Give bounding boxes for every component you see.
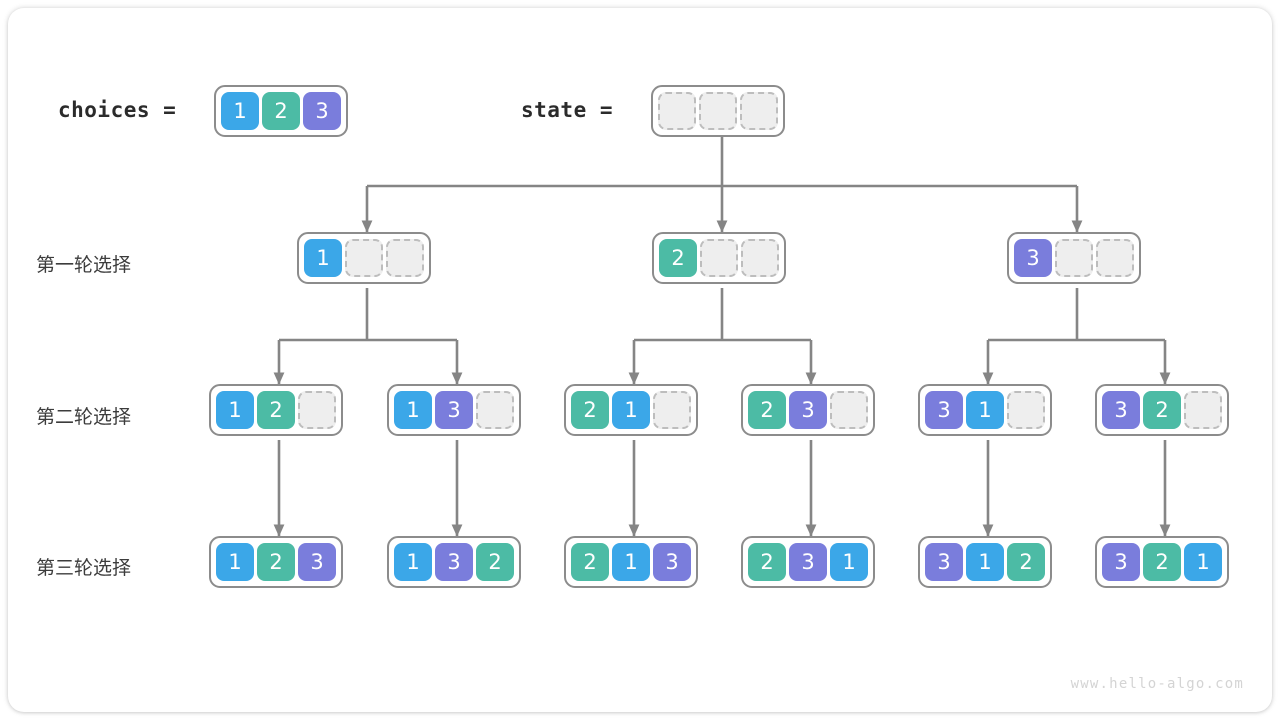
array-cell-filled: 3 bbox=[1014, 239, 1052, 277]
array-cell-filled: 2 bbox=[571, 391, 609, 429]
array-cell-filled: 1 bbox=[612, 391, 650, 429]
array-cell-filled: 2 bbox=[257, 543, 295, 581]
row-label-level1: 第一轮选择 bbox=[36, 255, 132, 276]
array-cell-filled: 3 bbox=[435, 543, 473, 581]
array-cell-empty bbox=[298, 391, 336, 429]
array-cell-filled: 1 bbox=[830, 543, 868, 581]
array-cell-filled: 3 bbox=[653, 543, 691, 581]
array-cell-empty bbox=[1096, 239, 1134, 277]
array-cell-filled: 3 bbox=[303, 92, 341, 130]
array-cell-empty bbox=[699, 92, 737, 130]
array-cell-filled: 1 bbox=[394, 543, 432, 581]
array-cell-empty bbox=[386, 239, 424, 277]
array-cell-empty bbox=[830, 391, 868, 429]
array-cell-filled: 3 bbox=[925, 543, 963, 581]
watermark: www.hello-algo.com bbox=[1070, 676, 1244, 692]
row-label-level2: 第二轮选择 bbox=[36, 407, 132, 428]
array-cell-filled: 1 bbox=[1184, 543, 1222, 581]
array-cell-filled: 2 bbox=[748, 391, 786, 429]
array-cell-filled: 1 bbox=[966, 391, 1004, 429]
array-cell-empty bbox=[476, 391, 514, 429]
array-cell-empty bbox=[1184, 391, 1222, 429]
state-array-level1-node2: 2 bbox=[652, 232, 786, 284]
diagram-card bbox=[8, 8, 1272, 712]
array-cell-filled: 2 bbox=[257, 391, 295, 429]
array-cell-filled: 3 bbox=[435, 391, 473, 429]
array-cell-filled: 1 bbox=[221, 92, 259, 130]
array-cell-filled: 1 bbox=[612, 543, 650, 581]
array-cell-empty bbox=[740, 92, 778, 130]
array-cell-filled: 2 bbox=[1007, 543, 1045, 581]
array-cell-filled: 3 bbox=[925, 391, 963, 429]
array-cell-empty bbox=[653, 391, 691, 429]
array-cell-empty bbox=[700, 239, 738, 277]
state-label: state = bbox=[521, 98, 614, 122]
array-cell-empty bbox=[741, 239, 779, 277]
state-array-level1-node1: 1 bbox=[297, 232, 431, 284]
row-label-level3: 第三轮选择 bbox=[36, 558, 132, 579]
array-cell-filled: 2 bbox=[1143, 391, 1181, 429]
array-cell-filled: 2 bbox=[571, 543, 609, 581]
array-cell-empty bbox=[1055, 239, 1093, 277]
array-cell-filled: 1 bbox=[966, 543, 1004, 581]
array-cell-filled: 3 bbox=[1102, 543, 1140, 581]
array-cell-filled: 2 bbox=[748, 543, 786, 581]
array-cell-empty bbox=[1007, 391, 1045, 429]
state-array-level1-node3: 3 bbox=[1007, 232, 1141, 284]
array-cell-empty bbox=[658, 92, 696, 130]
array-cell-filled: 2 bbox=[262, 92, 300, 130]
array-cell-filled: 3 bbox=[789, 543, 827, 581]
array-cell-filled: 2 bbox=[659, 239, 697, 277]
array-cell-filled: 2 bbox=[1143, 543, 1181, 581]
array-cell-filled: 1 bbox=[304, 239, 342, 277]
array-cell-filled: 1 bbox=[216, 543, 254, 581]
array-cell-filled: 2 bbox=[476, 543, 514, 581]
choices-label: choices = bbox=[58, 98, 177, 122]
array-cell-empty bbox=[345, 239, 383, 277]
state-array bbox=[651, 85, 785, 137]
array-cell-filled: 3 bbox=[1102, 391, 1140, 429]
array-cell-filled: 1 bbox=[394, 391, 432, 429]
array-cell-filled: 3 bbox=[298, 543, 336, 581]
array-cell-filled: 3 bbox=[789, 391, 827, 429]
array-cell-filled: 1 bbox=[216, 391, 254, 429]
